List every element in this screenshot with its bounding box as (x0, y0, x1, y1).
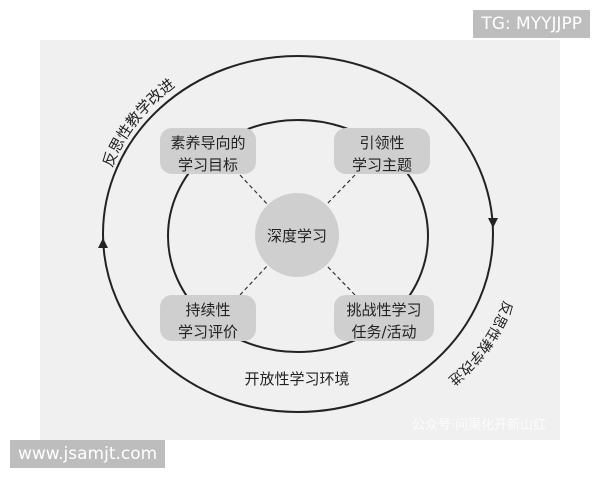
tag-bottom[interactable]: www.jsamjt.com (10, 440, 166, 468)
task-line1: 挑战性学习 (346, 301, 422, 319)
theme-line2: 学习主题 (351, 156, 412, 174)
theme-box: 引领性学习主题 (334, 128, 430, 174)
task-line2: 任务/活动 (351, 323, 417, 341)
tag-top: TG: MYYJJPP (473, 10, 590, 38)
eval-box: 持续性学习评价 (160, 295, 256, 341)
eval-line1: 持续性 (185, 301, 231, 319)
task-box: 挑战性学习任务/活动 (334, 295, 434, 341)
watermark: 公众号·问渠化开新山红 (412, 418, 547, 433)
eval-line2: 学习评价 (177, 323, 238, 341)
arrow-down-icon (488, 218, 498, 228)
goal-line1: 素养导向的 (170, 134, 246, 152)
environment-ring (167, 119, 429, 353)
svg-text:反思性教学改进: 反思性教学改进 (445, 299, 515, 388)
goal-line2: 学习目标 (177, 156, 238, 174)
goal-box: 素养导向的学习目标 (160, 128, 256, 174)
outer-cycle-ring (102, 55, 494, 413)
theme-line1: 引领性 (359, 134, 405, 152)
outer-label-right: 反思性教学改进 (445, 299, 515, 388)
center-label: 深度学习 (267, 227, 327, 245)
environment-label: 开放性学习环境 (244, 370, 349, 388)
center-circle (255, 193, 339, 277)
arrow-up-icon (98, 238, 108, 248)
